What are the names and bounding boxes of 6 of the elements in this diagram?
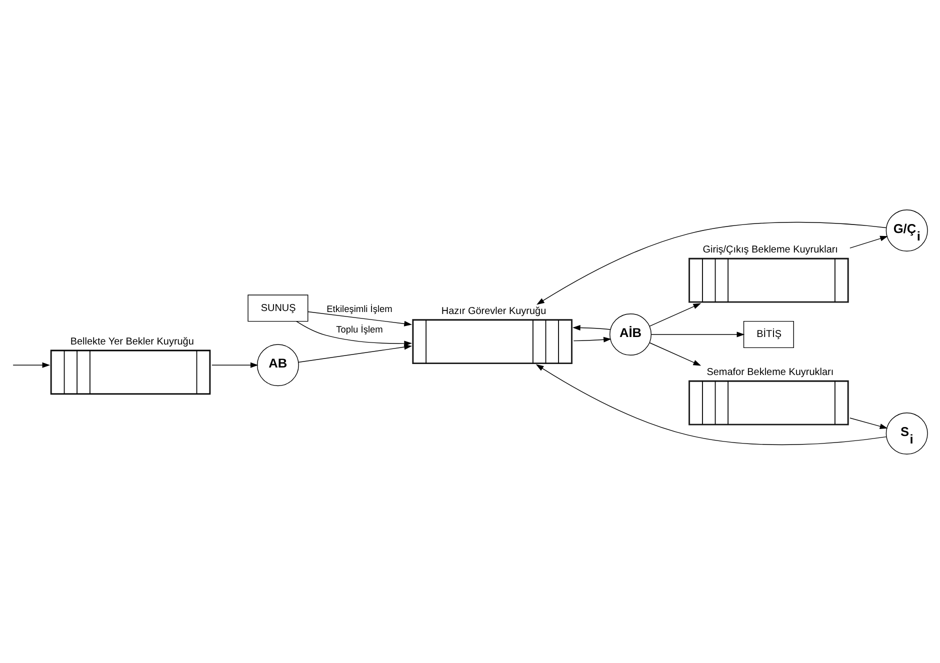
node-label: Hazır Görevler Kuyruğu	[441, 305, 546, 316]
node-label: Semafor Bekleme Kuyrukları	[706, 366, 834, 378]
edge-label: Etkileşimli İşlem	[326, 303, 392, 314]
node-label: Giriş/Çıkış Bekleme Kuyrukları	[702, 244, 838, 256]
node-label: Bellekte Yer Bekler Kuyruğu	[70, 336, 194, 348]
edge-label: Toplu İşlem	[336, 324, 383, 334]
